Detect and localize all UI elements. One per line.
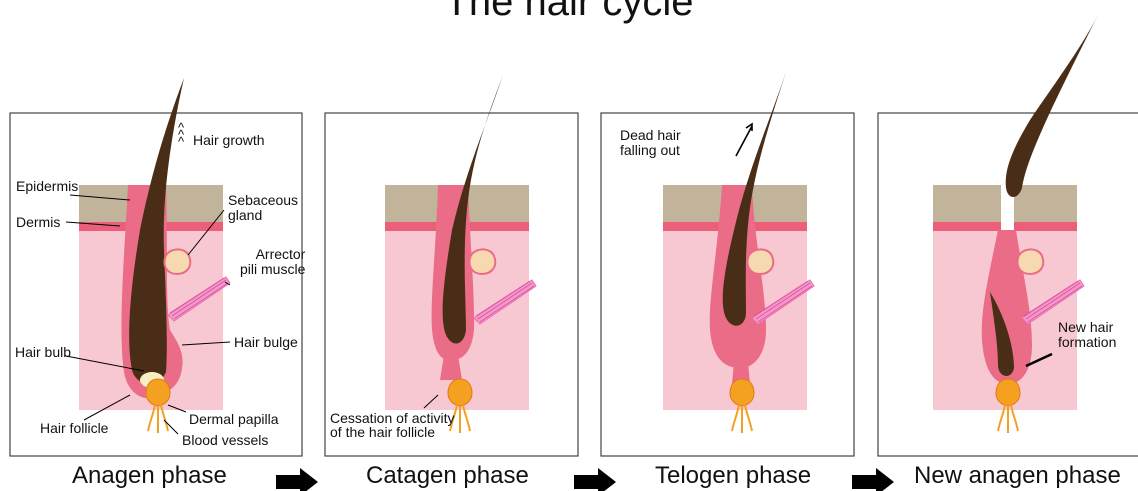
label-blood-vessels: Blood vessels [182,433,268,448]
label-hair-follicle: Hair follicle [40,421,108,436]
sebaceous-gland [470,249,496,274]
label-cessation: Cessation of activity of the hair follic… [330,411,455,439]
diagram-title: The hair cycle [0,0,1138,26]
growth-chevrons-icon: ^^^ [175,124,187,145]
label-arrector-pili-muscle: Arrector pili muscle [240,247,305,277]
label-dermal-papilla: Dermal papilla [189,412,278,427]
sebaceous-gland [165,249,191,274]
arrow-right-icon [276,468,318,491]
label-hair-growth: Hair growth [193,133,265,148]
label-dead-hair: Dead hair falling out [620,128,681,158]
panel-new-anagen [878,15,1138,456]
label-new-hair: New hair formation [1058,320,1116,350]
arrow-right-icon [852,468,894,491]
panel-catagen [325,75,578,456]
label-hair-bulb: Hair bulb [15,345,71,360]
label-epidermis: Epidermis [16,179,78,194]
label-dermis: Dermis [16,215,60,230]
phase-caption-telogen: Telogen phase [655,462,811,490]
sebaceous-gland [748,249,774,274]
label-hair-bulge: Hair bulge [234,335,298,350]
phase-caption-catagen: Catagen phase [366,462,529,490]
label-sebaceous-gland: Sebaceous gland [228,193,298,223]
phase-caption-anagen: Anagen phase [72,462,227,490]
sebaceous-gland [1018,249,1044,274]
arrow-right-icon [574,468,616,491]
phase-caption-new-anagen: New anagen phase [914,462,1121,490]
